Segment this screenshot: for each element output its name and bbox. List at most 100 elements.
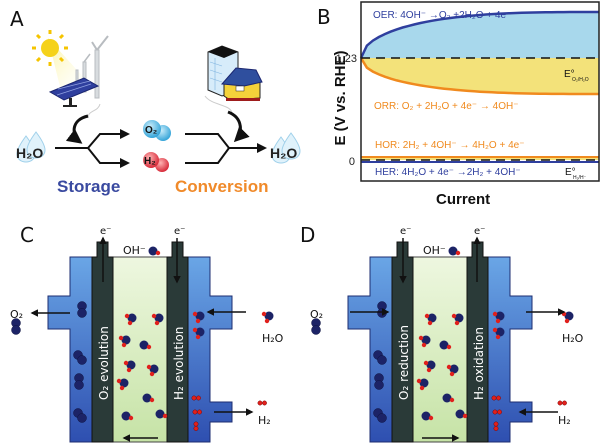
hydrogen-atom	[446, 344, 452, 350]
water-molecule-icon	[195, 327, 205, 337]
left-chamber	[47, 256, 93, 443]
oxygen-atom	[74, 380, 84, 390]
oxygen-atom	[77, 308, 87, 318]
water-molecule-icon	[427, 313, 437, 323]
water-molecule-icon	[149, 364, 159, 374]
hydrogen-atom	[196, 395, 201, 401]
h2-molecule-icon	[491, 395, 497, 401]
left-electrode	[91, 241, 114, 443]
hydroxide-molecule-icon	[142, 393, 152, 403]
panel-b: B E (V vs. RHE) Current 1.23 0 OER: 4OH⁻…	[317, 1, 600, 208]
right-electrode	[466, 241, 489, 443]
e-o2-sub: O₂/H₂O	[572, 77, 589, 83]
hydrogen-atom	[562, 400, 567, 406]
hydrogen-atom	[423, 360, 429, 366]
panel-label: D	[300, 223, 315, 247]
o2-label: O₂	[310, 308, 323, 321]
oxygen-atom	[377, 413, 387, 423]
wire	[204, 95, 233, 115]
hydrogen-atom	[424, 313, 430, 319]
buildings-icon	[207, 45, 263, 101]
hydroxide-molecule-icon	[148, 246, 158, 256]
hydrogen-atom	[146, 344, 152, 350]
hydrogen-atom	[124, 313, 130, 319]
hydrogen-atom	[154, 320, 160, 326]
hydroxide-label: OH⁻	[423, 244, 446, 257]
hydrogen-atom	[455, 250, 461, 256]
her-label: HER: 4H₂O + 4e⁻ →2H₂ + 4OH⁻	[375, 167, 521, 178]
water-molecule-icon	[495, 311, 505, 321]
left-electrode-label: O₂ evolution	[97, 326, 111, 400]
hydrogen-atom	[564, 318, 570, 324]
oxygen-atom	[377, 308, 387, 318]
h2-molecule-icon	[193, 421, 199, 427]
hydrogen-atom	[126, 367, 132, 373]
h2-external-icon	[557, 400, 563, 406]
right-electrode	[166, 241, 189, 443]
hydrogen-atom	[262, 400, 267, 406]
panel-b-label: B	[317, 5, 331, 29]
hydrogen-atom	[192, 311, 198, 317]
hydroxide-molecule-icon	[448, 246, 458, 256]
hydrogen-atom	[419, 385, 425, 391]
panel-a: A	[10, 7, 301, 196]
curved-arrow-icon	[65, 114, 89, 144]
hydrogen-atom	[118, 335, 124, 341]
hydrogen-atom	[121, 342, 127, 348]
x-axis-label: Current	[436, 191, 490, 208]
h2-label: H₂	[558, 414, 571, 427]
hydrogen-atom	[261, 311, 267, 317]
h2-label: H₂	[258, 414, 271, 427]
hydrogen-atom	[454, 320, 460, 326]
hydrogen-atom	[449, 397, 455, 403]
o2-label: O₂	[145, 125, 157, 136]
h2o-label: H₂O	[262, 332, 284, 345]
curved-arrow-icon	[227, 110, 250, 143]
hydrogen-atom	[451, 313, 457, 319]
wind-turbine-icon	[75, 35, 109, 99]
h2-label: H₂	[144, 156, 156, 167]
hydrogen-atom	[492, 327, 498, 333]
oxygen-atom	[77, 355, 87, 365]
hydrogen-atom	[127, 320, 133, 326]
water-molecule-icon	[449, 364, 459, 374]
water-molecule-icon	[126, 360, 136, 370]
electron-label-left: e⁻	[100, 226, 111, 237]
h2-molecule-icon	[192, 409, 198, 415]
h2o-external-icon	[264, 311, 274, 321]
left-electrode	[391, 241, 414, 443]
water-molecule-icon	[421, 335, 431, 345]
hydrogen-atom	[421, 342, 427, 348]
hydroxide-label: OH⁻	[123, 244, 146, 257]
hydrogen-atom	[492, 311, 498, 317]
water-molecule-icon	[495, 327, 505, 337]
h2-molecule-icon	[492, 409, 498, 415]
orr-curve	[359, 57, 599, 96]
hydrogen-atom	[497, 409, 502, 415]
hydrogen-atom	[193, 426, 199, 431]
hydroxide-molecule-icon	[421, 411, 431, 421]
hydrogen-atom	[149, 371, 155, 377]
oer-label: OER: 4OH⁻ →O₂ +2H₂O + 4e⁻	[373, 10, 511, 21]
hydroxide-molecule-icon	[139, 340, 149, 350]
y-axis-label: E (V vs. RHE)	[332, 50, 349, 145]
electron-label-right: e⁻	[474, 226, 485, 237]
wire	[87, 103, 101, 119]
water-right-label: H₂O	[270, 145, 297, 161]
hydrogen-atom	[449, 371, 455, 377]
electron-label-right: e⁻	[174, 226, 185, 237]
hydroxide-molecule-icon	[439, 340, 449, 350]
e-h2-sub: H₂/H⁻	[573, 175, 587, 181]
water-molecule-icon	[121, 335, 131, 345]
h2-molecule-icon	[493, 421, 499, 427]
plot-frame	[360, 1, 600, 182]
electron-label-left: e⁻	[400, 226, 411, 237]
hydrogen-atom	[123, 360, 129, 366]
hydrogen-atom	[428, 415, 434, 421]
water-molecule-icon	[426, 360, 436, 370]
left-electrode-label: O₂ reduction	[397, 325, 411, 400]
hydrogen-atom	[155, 250, 161, 256]
hydrogen-atom	[116, 378, 122, 384]
hydrogen-atom	[495, 318, 501, 324]
